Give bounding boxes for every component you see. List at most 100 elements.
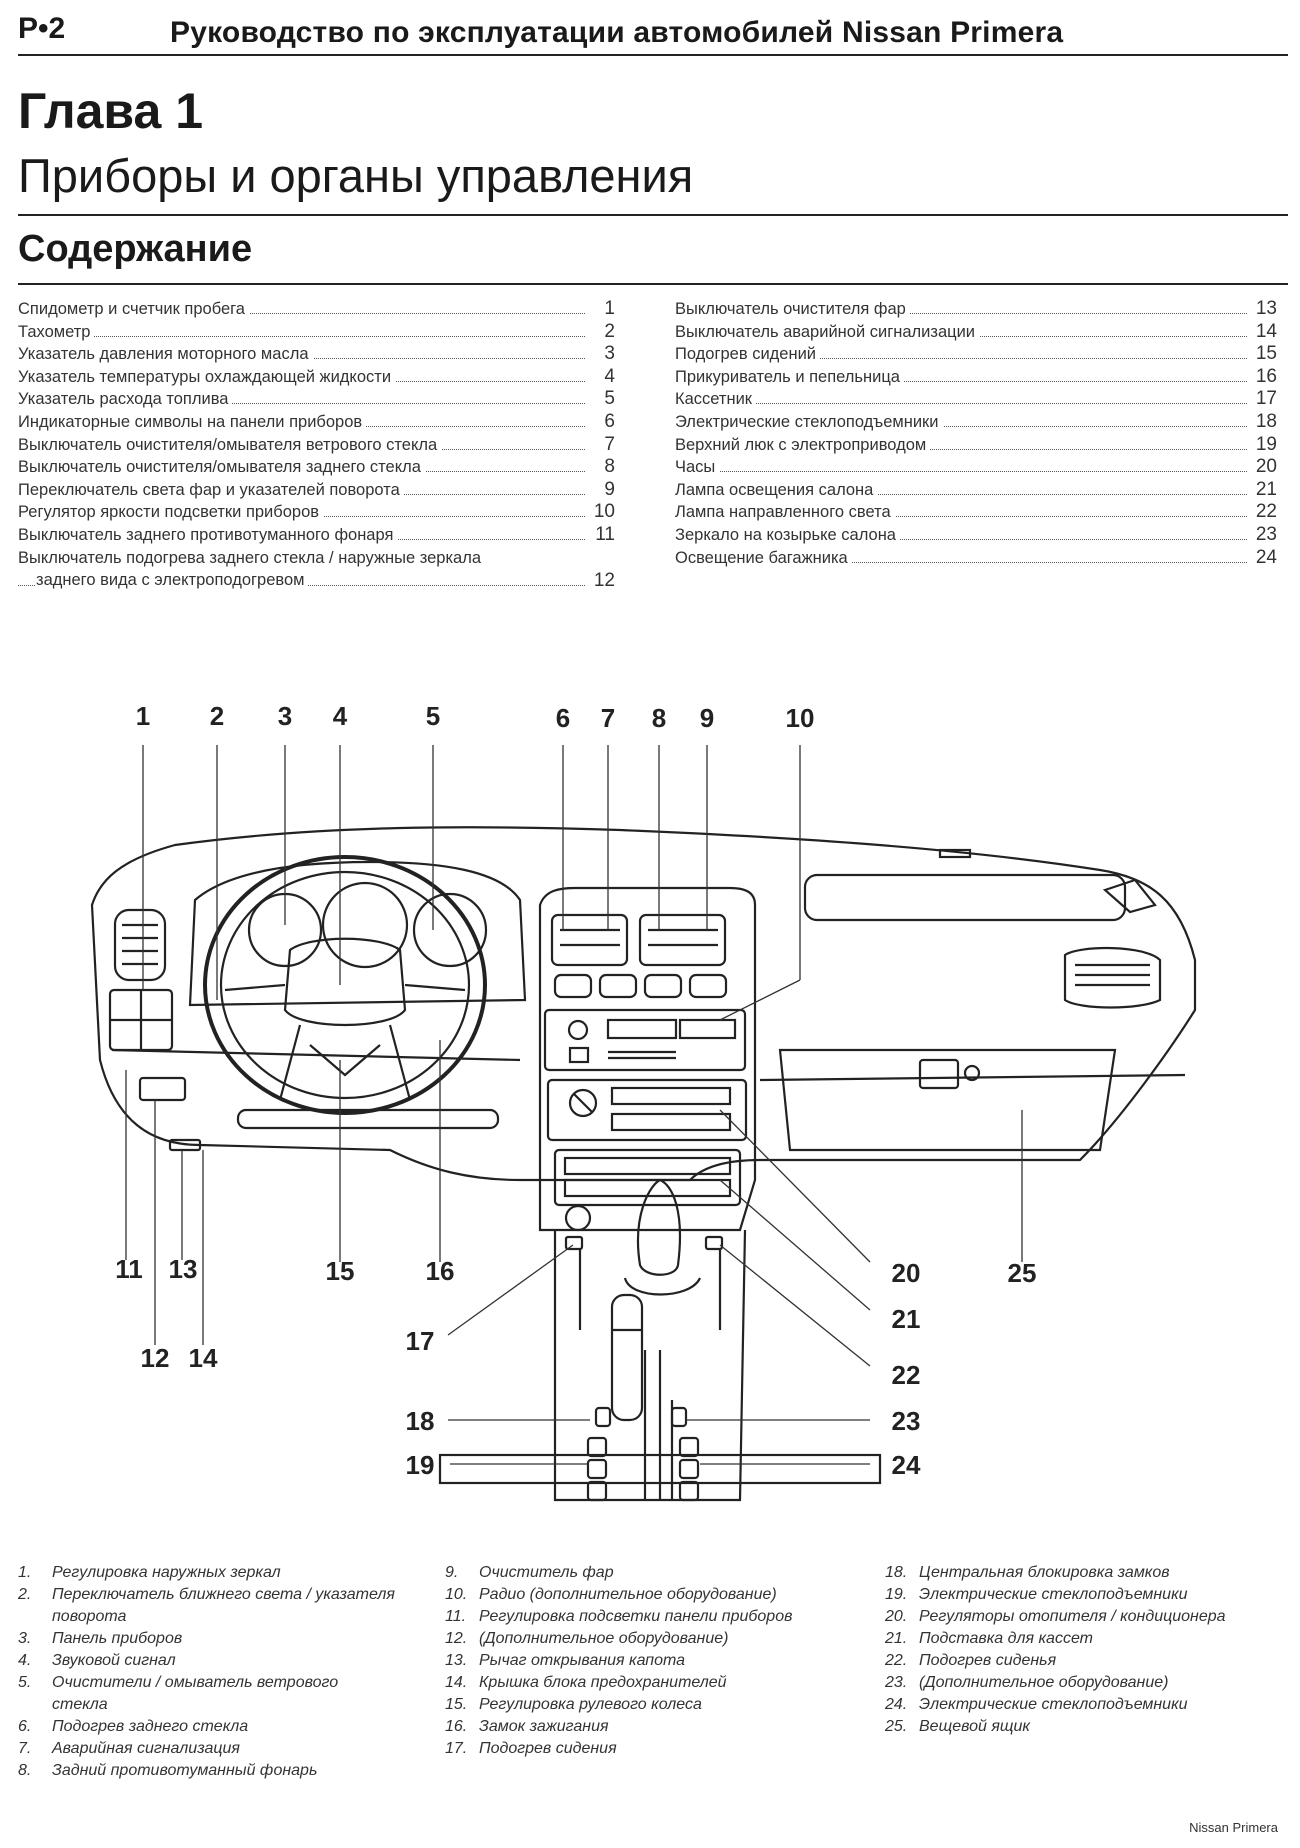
leader-dots bbox=[18, 335, 585, 337]
callout-8: 8 bbox=[652, 703, 666, 733]
toc-entry: Выключатель очистителя/омывателя ветрово… bbox=[18, 433, 615, 457]
toc-entry-label: Указатель давления моторного масла bbox=[18, 343, 313, 366]
legend-item-number: 3. bbox=[18, 1630, 32, 1647]
toc-entry-number: 5 bbox=[589, 388, 615, 411]
leader-dots bbox=[675, 471, 1247, 473]
legend-item-text: Панель приборов bbox=[52, 1630, 183, 1647]
toc-entry-number: 3 bbox=[589, 343, 615, 366]
legend-item-text: Звуковой сигнал bbox=[52, 1652, 176, 1669]
legend-item-text: Регуляторы отопителя / кондиционера bbox=[919, 1608, 1226, 1625]
legend-item-number: 7. bbox=[18, 1740, 32, 1757]
callout-18: 18 bbox=[406, 1406, 435, 1436]
toc-entry-number: 19 bbox=[1251, 433, 1277, 457]
toc-entry: Верхний люк с электроприводом 19 bbox=[675, 433, 1277, 457]
toc-entry: Выключатель очистителя/омывателя заднего… bbox=[18, 456, 615, 479]
legend-item-number: 8. bbox=[18, 1762, 32, 1779]
legend-item-number: 2. bbox=[18, 1586, 32, 1603]
legend-item: 11.Регулировка подсветки панели приборов bbox=[445, 1606, 865, 1628]
contents-right-column: Выключатель очистителя фар 13 Выключатель… bbox=[675, 298, 1277, 570]
toc-entry-number: 8 bbox=[589, 456, 615, 479]
toc-entry-label: Верхний люк с электроприводом bbox=[675, 433, 931, 457]
toc-entry-number: 14 bbox=[1251, 320, 1277, 344]
callout-25: 25 bbox=[1008, 1258, 1037, 1288]
legend-item-text: Замок зажигания bbox=[479, 1718, 609, 1735]
toc-entry: Выключатель заднего противотуманного фон… bbox=[18, 523, 615, 547]
callout-4: 4 bbox=[333, 701, 348, 731]
callout-19: 19 bbox=[406, 1450, 435, 1480]
toc-entry-number: 13 bbox=[1251, 298, 1277, 321]
legend-item: 13.Рычаг открывания капота bbox=[445, 1650, 865, 1672]
callout-7: 7 bbox=[601, 703, 615, 733]
legend-item-text: Электрические стеклоподъемники bbox=[919, 1696, 1188, 1713]
callout-1: 1 bbox=[136, 701, 150, 731]
legend-item: 4. Звуковой сигнал bbox=[18, 1650, 398, 1672]
page-footer: Nissan Primera bbox=[1189, 1820, 1278, 1835]
legend-item-text: Регулировка наружных зеркал bbox=[52, 1564, 281, 1581]
dashboard-diagram: 1 2 3 4 5 6 7 8 9 10 11 12 13 14 15 16 1… bbox=[90, 701, 1197, 1502]
toc-entry: Выключатель подогрева заднего стекла / н… bbox=[18, 546, 615, 593]
toc-entry-label: Выключатель очистителя фар bbox=[675, 298, 910, 321]
legend-item-number: 4. bbox=[18, 1652, 32, 1669]
leader-dots bbox=[675, 448, 1247, 450]
toc-entry-label: Кассетник bbox=[675, 388, 757, 411]
toc-entry-label: Прикуриватель и пепельница bbox=[675, 365, 904, 389]
legend-item: 18.Центральная блокировка замков bbox=[885, 1562, 1285, 1584]
legend-item-text: Электрические стеклоподъемники bbox=[919, 1586, 1188, 1603]
leader-dots bbox=[675, 380, 1247, 382]
callout-22: 22 bbox=[892, 1360, 921, 1390]
toc-entry-label-continued: заднего вида с электроподогревом bbox=[36, 568, 309, 592]
legend-item-number: 19. bbox=[885, 1586, 908, 1603]
legend-item-number: 9. bbox=[445, 1564, 459, 1581]
toc-entry: Часы 20 bbox=[675, 456, 1277, 479]
legend-item: 15.Регулировка рулевого колеса bbox=[445, 1694, 865, 1716]
leader-dots bbox=[675, 403, 1247, 405]
toc-entry-label: Подогрев сидений bbox=[675, 343, 821, 366]
callout-numbers: 1 2 3 4 5 6 7 8 9 10 11 12 13 14 15 16 1… bbox=[115, 701, 1036, 1480]
toc-entry-label: Лампа освещения салона bbox=[675, 478, 878, 502]
legend-item-number: 15. bbox=[445, 1696, 468, 1713]
toc-entry: Указатель давления моторного масла 3 bbox=[18, 343, 615, 366]
toc-entry-label: Часы bbox=[675, 456, 720, 479]
legend-item: 2.Переключатель ближнего света / указате… bbox=[18, 1584, 398, 1628]
legend-item: 17.Подогрев сидения bbox=[445, 1738, 865, 1760]
legend-item-text: Центральная блокировка замков bbox=[919, 1564, 1170, 1581]
toc-entry-label: Тахометр bbox=[18, 320, 95, 344]
legend-item-text: Вещевой ящик bbox=[919, 1718, 1030, 1735]
legend-item: 23.(Дополнительное оборудование) bbox=[885, 1672, 1285, 1694]
toc-entry-label: Освещение багажника bbox=[675, 546, 852, 570]
legend-item: 25.Вещевой ящик bbox=[885, 1716, 1285, 1738]
callout-5: 5 bbox=[426, 701, 440, 731]
legend-item: 20. Регуляторы отопителя / кондиционера bbox=[885, 1606, 1285, 1628]
legend-item-number: 20. bbox=[885, 1608, 908, 1625]
callout-21: 21 bbox=[892, 1304, 921, 1334]
callout-12: 12 bbox=[141, 1343, 170, 1373]
chapter-title: Приборы и органы управления bbox=[18, 149, 694, 202]
contents-divider bbox=[18, 283, 1288, 285]
toc-entry-number: 20 bbox=[1251, 456, 1277, 479]
callout-13: 13 bbox=[169, 1254, 198, 1284]
toc-entry-number: 11 bbox=[589, 523, 615, 547]
legend-item-number: 10. bbox=[445, 1586, 468, 1603]
legend-item-number: 21. bbox=[885, 1630, 908, 1647]
toc-entry-number: 15 bbox=[1251, 343, 1277, 366]
legend-item-number: 13. bbox=[445, 1652, 468, 1669]
leader-lines bbox=[125, 745, 1023, 1465]
toc-entry: Подогрев сидений 15 bbox=[675, 343, 1277, 366]
toc-entry-number: 9 bbox=[589, 478, 615, 502]
toc-entry-number: 7 bbox=[589, 433, 615, 457]
legend-item-text: Очиститель фар bbox=[479, 1564, 614, 1581]
toc-entry-label: Выключатель заднего противотуманного фон… bbox=[18, 523, 398, 547]
legend-item: 22.Подогрев сиденья bbox=[885, 1650, 1285, 1672]
contents-heading: Содержание bbox=[18, 228, 253, 270]
leader-dots bbox=[675, 538, 1247, 540]
